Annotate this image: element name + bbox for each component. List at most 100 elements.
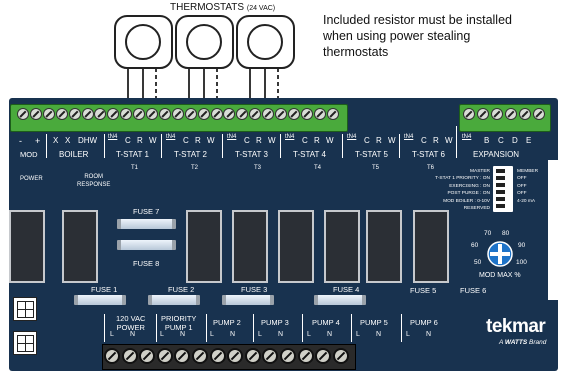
fuse-1 <box>74 295 126 305</box>
expansion-terminal-screw[interactable] <box>491 108 503 120</box>
terminal-screw[interactable] <box>313 108 326 120</box>
fuse-7 <box>117 219 176 229</box>
power-terminal-screw[interactable] <box>227 348 244 364</box>
power-terminal-screw[interactable] <box>121 348 138 364</box>
terminal-screw[interactable] <box>197 108 210 120</box>
boiler-x2: X <box>65 136 71 145</box>
pump-5-label: PUMP 5 <box>360 318 388 327</box>
terminal-l-label: L <box>356 331 360 338</box>
tstat-4-label: T-STAT 4 <box>293 150 326 159</box>
tstat-5-r: R <box>376 136 382 145</box>
divider <box>46 134 47 158</box>
exp-d: D <box>512 136 518 145</box>
divider <box>456 126 457 158</box>
terminal-l-label: L <box>110 331 114 338</box>
terminal-n-label: N <box>130 331 136 338</box>
divider <box>222 134 223 158</box>
terminal-n-label: N <box>180 331 186 338</box>
tstat-4-tn4: tN4 <box>285 134 295 140</box>
tstat-6-w: W <box>445 136 453 145</box>
power-terminal-screw[interactable] <box>174 348 191 364</box>
terminal-screw[interactable] <box>55 108 68 120</box>
terminal-screw[interactable] <box>223 108 236 120</box>
terminal-screw[interactable] <box>17 108 29 120</box>
relay-3 <box>186 210 222 283</box>
terminal-screw[interactable] <box>262 108 275 120</box>
terminal-screw[interactable] <box>120 108 133 120</box>
divider <box>302 314 303 342</box>
divider <box>280 134 281 158</box>
power-terminal-screw[interactable] <box>139 348 156 364</box>
pump-6-label: PUMP 6 <box>410 318 438 327</box>
terminal-screw[interactable] <box>146 108 158 120</box>
power-terminal-screw[interactable] <box>192 348 208 364</box>
relay-1 <box>9 210 45 283</box>
mod-plus: + <box>35 136 41 146</box>
terminal-screw[interactable] <box>158 108 171 120</box>
pump-3-label: PUMP 3 <box>261 318 289 327</box>
power-connector-1 <box>13 297 37 321</box>
expansion-terminal-screw[interactable] <box>477 108 489 120</box>
terminal-screw[interactable] <box>210 108 223 120</box>
tstat-6-c: C <box>421 136 427 145</box>
power-terminal-screw[interactable] <box>332 348 349 364</box>
fuse-1-label: FUSE 1 <box>91 285 118 294</box>
relay-2 <box>62 210 98 283</box>
tstat-6-label: T-STAT 6 <box>412 150 445 159</box>
power-terminal-screw[interactable] <box>297 348 314 364</box>
fuse-4 <box>314 295 366 305</box>
dial-label: MOD MAX % <box>479 272 521 279</box>
tstat-2-r: R <box>195 136 201 145</box>
divider <box>156 314 157 342</box>
terminal-screw[interactable] <box>184 108 197 120</box>
relay-7 <box>366 210 402 283</box>
mod-max-dial[interactable] <box>485 239 515 269</box>
terminal-screw[interactable] <box>107 108 120 120</box>
expansion-terminal-screw[interactable] <box>463 108 475 120</box>
divider <box>399 134 400 158</box>
terminal-n-label: N <box>376 331 382 338</box>
fuse-7-label: FUSE 7 <box>133 207 160 216</box>
expansion-terminal-screw[interactable] <box>519 108 531 120</box>
terminal-screw[interactable] <box>275 108 287 120</box>
terminal-screw[interactable] <box>68 108 81 120</box>
power-terminal-screw[interactable] <box>280 348 296 364</box>
power-terminal-screw[interactable] <box>315 348 332 364</box>
expansion-terminal-screw[interactable] <box>533 108 545 120</box>
terminal-screw[interactable] <box>81 108 94 120</box>
power-terminal-screw[interactable] <box>209 348 226 364</box>
power-terminal-screw[interactable] <box>262 348 279 364</box>
terminal-l-label: L <box>210 331 214 338</box>
terminal-screw[interactable] <box>42 108 55 120</box>
terminal-screw[interactable] <box>133 108 146 120</box>
dial-80: 80 <box>502 230 510 237</box>
fuse-8-label: FUSE 8 <box>133 259 160 268</box>
exp-tn4: tN4 <box>462 134 472 140</box>
terminal-screw[interactable] <box>236 108 249 120</box>
power-terminal-screw[interactable] <box>244 348 261 364</box>
power-terminal-screw[interactable] <box>104 348 120 364</box>
terminal-screw[interactable] <box>94 108 107 120</box>
led-label-t1: T1 <box>131 165 139 171</box>
dip-switch[interactable] <box>493 166 513 212</box>
tstat-4-r: R <box>314 136 320 145</box>
pump-2-label: PUMP 2 <box>213 318 241 327</box>
terminal-screw[interactable] <box>171 108 184 120</box>
terminal-n-label: N <box>278 331 284 338</box>
brand-logo: tekmar <box>486 316 546 337</box>
power-terminal-screw[interactable] <box>156 348 173 364</box>
terminal-screw[interactable] <box>287 108 300 120</box>
terminal-screw[interactable] <box>300 108 313 120</box>
relay-6 <box>324 210 360 283</box>
terminal-screw[interactable] <box>29 108 42 120</box>
thermostats-label: THERMOSTATS (24 VAC) <box>170 2 276 13</box>
led-label-t4: T4 <box>314 165 322 171</box>
expansion-terminal-screw[interactable] <box>505 108 517 120</box>
terminal-screw[interactable] <box>249 108 262 120</box>
terminal-screw[interactable] <box>326 108 339 120</box>
pump-4-label: PUMP 4 <box>312 318 340 327</box>
tstat-1-r: R <box>137 136 143 145</box>
dial-100: 100 <box>516 259 527 266</box>
brand-sub: A WATTS Brand <box>499 339 547 346</box>
